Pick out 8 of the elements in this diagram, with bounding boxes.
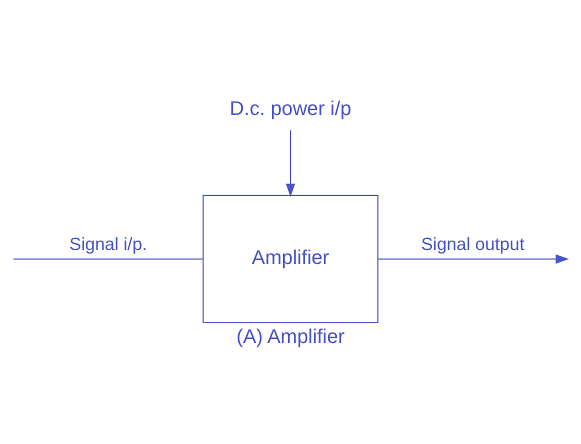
arrow <box>286 130 296 198</box>
edge-label: Signal output <box>421 234 524 254</box>
edge-label: Signal i/p. <box>69 234 148 254</box>
node-box: Amplifier <box>202 194 378 324</box>
connector <box>13 258 204 260</box>
caption: (A) Amplifier <box>236 326 345 348</box>
node-text: D.c. power i/p <box>230 98 352 120</box>
arrow <box>378 254 569 264</box>
